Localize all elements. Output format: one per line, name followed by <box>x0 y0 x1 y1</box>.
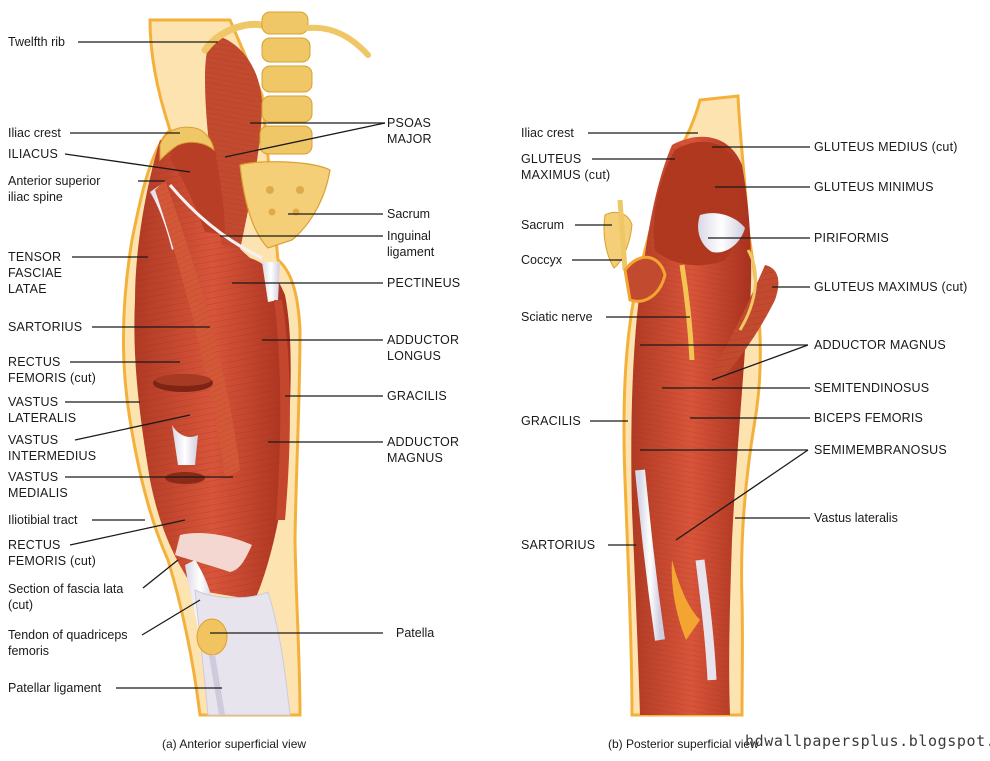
label-post-iliac-crest: Iliac crest <box>521 126 574 140</box>
label-gluteus-maximus-right: GLUTEUS MAXIMUS (cut) <box>814 280 968 294</box>
leader-semimembranosus-2 <box>675 449 809 541</box>
piriformis-tendon <box>698 213 745 253</box>
anterior-view <box>121 11 371 717</box>
label-biceps-femoris: BICEPS FEMORIS <box>814 411 924 425</box>
leader-quad-tendon <box>141 599 201 636</box>
label-post-sciatic-nerve: Sciatic nerve <box>521 310 593 324</box>
leader-rectus-femoris-2 <box>69 519 186 546</box>
leader-fascia-lata <box>142 559 179 589</box>
label-vastus-lateralis: VASTUS LATERALIS <box>8 395 77 425</box>
label-adductor-longus: ADDUCTOR LONGUS <box>387 333 460 363</box>
posterior-view <box>603 94 779 717</box>
label-vastus-medialis: VASTUS MEDIALIS <box>8 470 68 500</box>
caption-anterior: (a) Anterior superficial view <box>162 737 307 751</box>
watermark-text: hdwallpapersplus.blogspot.com <box>745 732 990 750</box>
label-post-adductor-magnus: ADDUCTOR MAGNUS <box>814 338 946 352</box>
sciatic-nerve <box>679 264 695 361</box>
label-inguinal-ligament: Inguinal ligament <box>387 229 435 259</box>
iliacus-muscle <box>170 128 225 235</box>
label-post-gluteus-maximus-cut: GLUTEUS MAXIMUS (cut) <box>521 152 611 182</box>
twelfth-rib-bone <box>201 20 266 54</box>
label-post-gracilis: GRACILIS <box>521 414 581 428</box>
leader-iliacus <box>64 153 191 173</box>
label-patella: Patella <box>396 626 435 640</box>
caption-posterior: (b) Posterior superficial view <box>608 737 759 751</box>
label-post-coccyx: Coccyx <box>521 253 562 267</box>
lumbar-spine <box>259 11 371 155</box>
label-gluteus-medius: GLUTEUS MEDIUS (cut) <box>814 140 958 154</box>
label-gracilis: GRACILIS <box>387 389 447 403</box>
patella-bone <box>196 618 228 656</box>
label-post-vastus-lateralis: Vastus lateralis <box>814 511 898 525</box>
gracilis-muscle-anterior <box>274 300 290 520</box>
label-sacrum: Sacrum <box>387 207 431 221</box>
label-iliac-crest: Iliac crest <box>8 126 61 140</box>
label-pectineus: PECTINEUS <box>387 276 461 290</box>
leader-vastus-intermedius <box>74 414 191 441</box>
label-piriformis: PIRIFORMIS <box>814 231 889 245</box>
label-semitendinosus: SEMITENDINOSUS <box>814 381 930 395</box>
label-sartorius: SARTORIUS <box>8 320 83 334</box>
label-rectus-femoris-2: RECTUS FEMORIS (cut) <box>8 538 97 568</box>
leader-psoas-2 <box>224 122 386 158</box>
label-rectus-femoris: RECTUS FEMORIS (cut) <box>8 355 97 385</box>
label-gluteus-minimus: GLUTEUS MINIMUS <box>814 180 934 194</box>
leader-adductor-magnus-2 <box>711 344 809 381</box>
fascia-lata-section <box>175 533 252 572</box>
label-iliacus: ILIACUS <box>8 147 59 161</box>
leader-lines <box>64 41 810 689</box>
label-vastus-intermedius: VASTUS INTERMEDIUS <box>8 433 97 463</box>
label-iliotibial-tract: Iliotibial tract <box>8 513 78 527</box>
iliac-crest-bone <box>159 126 215 162</box>
label-psoas-major: PSOAS MAJOR <box>387 116 432 146</box>
label-post-sacrum: Sacrum <box>521 218 565 232</box>
label-post-sartorius: SARTORIUS <box>521 538 596 552</box>
label-twelfth-rib: Twelfth rib <box>8 35 65 49</box>
label-patellar-ligament: Patellar ligament <box>8 681 102 695</box>
label-adductor-magnus: ADDUCTOR MAGNUS <box>387 435 460 465</box>
label-quad-tendon: Tendon of quadriceps femoris <box>8 628 128 658</box>
label-fascia-lata: Section of fascia lata (cut) <box>8 582 124 612</box>
label-asis: Anterior superior iliac spine <box>8 174 101 204</box>
label-semimembranosus: SEMIMEMBRANOSUS <box>814 443 947 457</box>
label-tfl: TENSOR FASCIAE LATAE <box>8 250 63 296</box>
